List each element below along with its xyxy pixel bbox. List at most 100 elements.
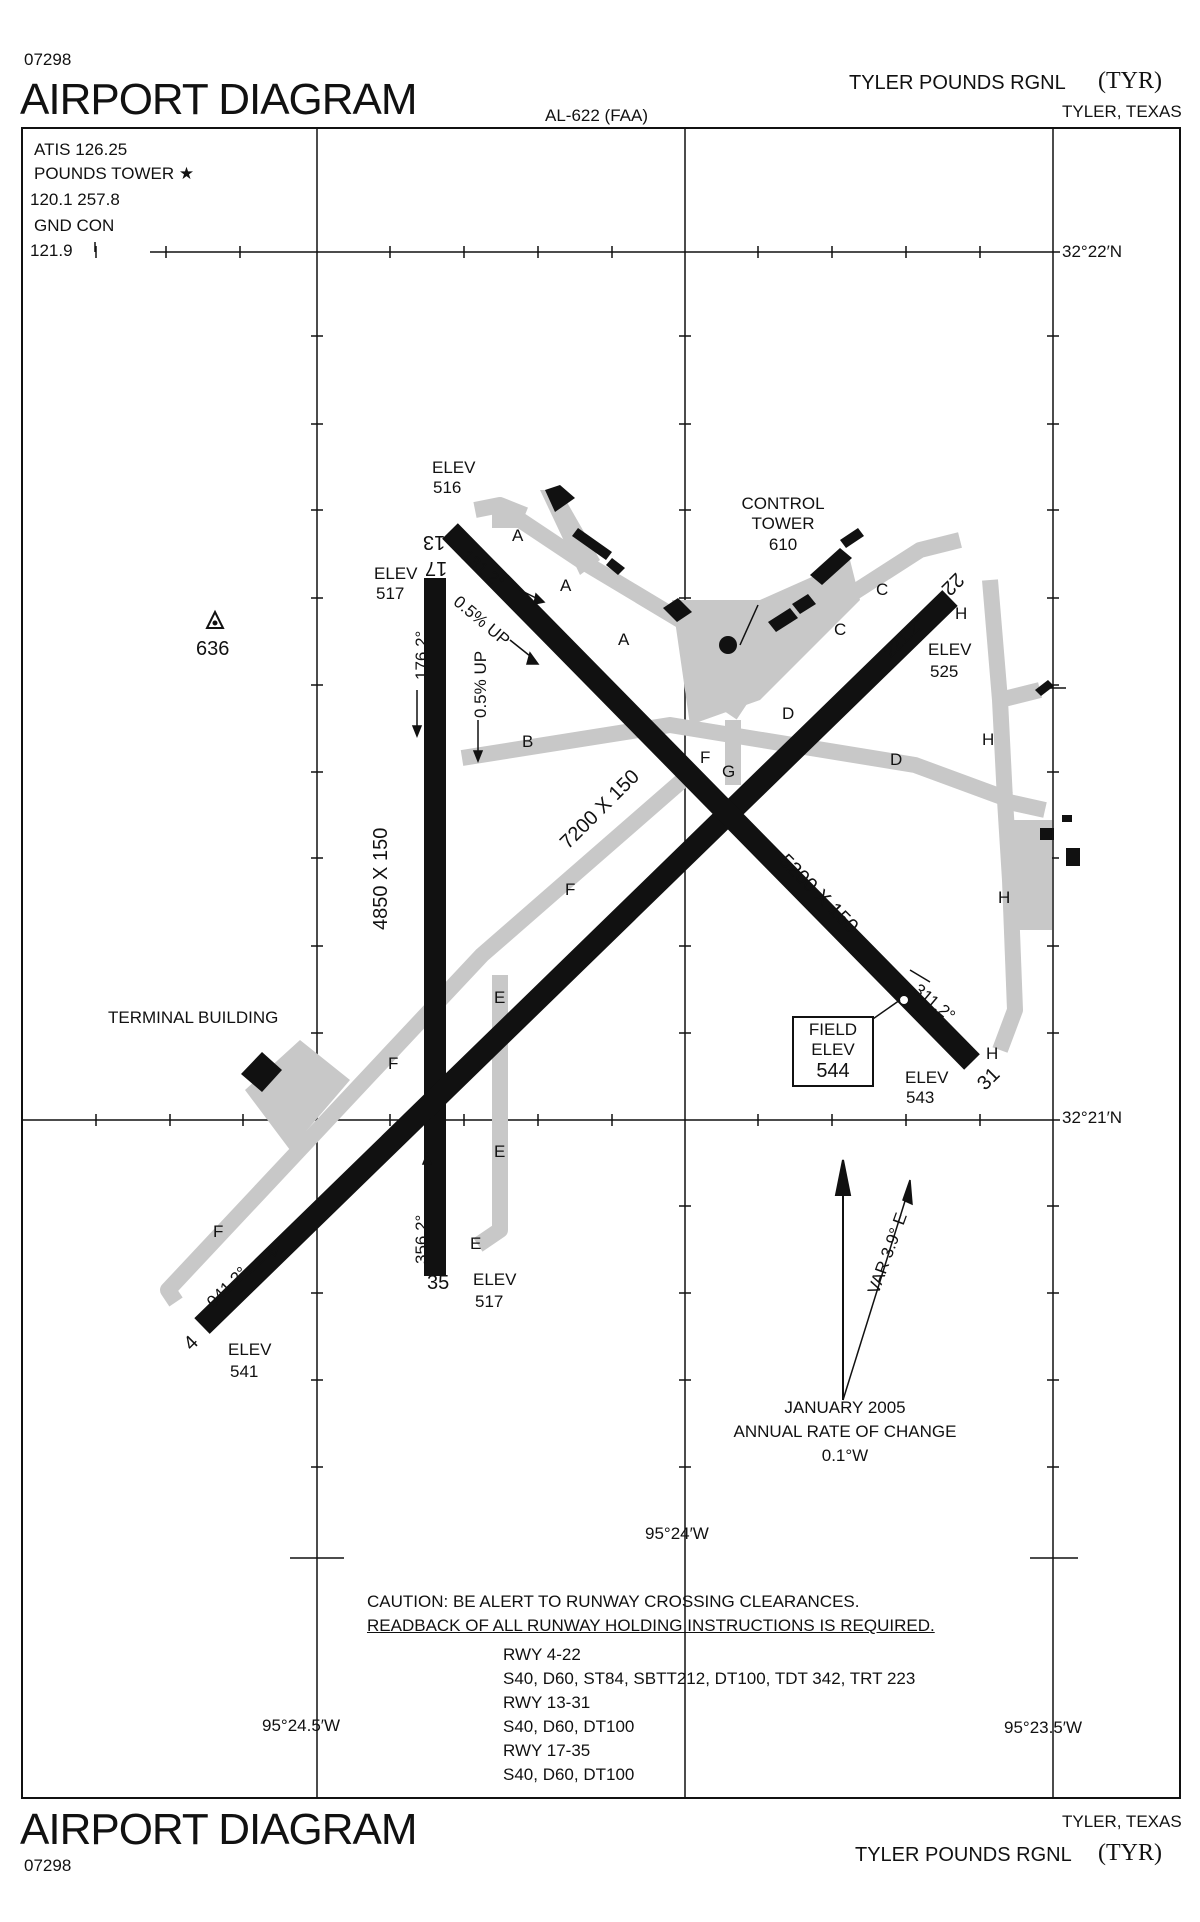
- taxiway-label-h: H: [982, 730, 995, 749]
- field-elev-label-1: FIELD: [808, 1020, 858, 1039]
- rwy22-elev-value: 525: [930, 662, 959, 681]
- rwy4-elev-label: ELEV: [228, 1340, 272, 1359]
- building: [768, 608, 798, 632]
- taxiway-e: [473, 975, 508, 1252]
- runways: [194, 523, 980, 1334]
- taxiway-label-d: D: [782, 704, 795, 723]
- longitude-east: 95°23.5′W: [1004, 1718, 1083, 1737]
- building: [572, 528, 612, 560]
- longitude-west: 95°24.5′W: [262, 1716, 341, 1735]
- obstacle-icon: [205, 609, 225, 629]
- building: [840, 528, 864, 548]
- building-terminal: [241, 1052, 282, 1092]
- control-tower-label-1: CONTROL: [741, 494, 825, 513]
- runway-13-31: [442, 523, 980, 1070]
- graticule-ticks: [95, 246, 1078, 1559]
- obstacle-elevation: 636: [196, 638, 230, 660]
- latitude-south: 32°21′N: [1062, 1108, 1123, 1127]
- footer-airport-name: TYLER POUNDS RGNL: [855, 1844, 1072, 1866]
- runway-end-35: 35: [427, 1272, 450, 1294]
- buildings: [241, 485, 1080, 1092]
- airport-name: TYLER POUNDS RGNL: [849, 72, 1066, 94]
- taxiway-label-e: E: [494, 988, 506, 1007]
- atis-frequency: ATIS 126.25: [34, 140, 128, 159]
- taxiway-a-end: [473, 497, 528, 523]
- taxiway-label-h: H: [998, 888, 1011, 907]
- taxiway-label-a: A: [560, 576, 572, 595]
- rwy17-35-dimensions: 4850 X 150: [370, 827, 392, 930]
- rwy31-elev-label: ELEV: [905, 1068, 949, 1087]
- building: [792, 594, 816, 614]
- building: [810, 548, 852, 585]
- variation-date: JANUARY 2005: [784, 1398, 906, 1417]
- rwy-strength-data-1: S40, D60, ST84, SBTT212, DT100, TDT 342,…: [503, 1669, 916, 1688]
- taxiway-label-e: E: [470, 1234, 482, 1253]
- taxiway-label-e: E: [494, 1142, 506, 1161]
- building: [1035, 680, 1054, 696]
- chart-number: 07298: [24, 50, 72, 69]
- taxiway-label-f: F: [700, 748, 711, 767]
- runway-end-17: 17: [425, 557, 448, 579]
- terminal-building-label: TERMINAL BUILDING: [108, 1008, 279, 1027]
- taxiway-h-spur-2: [998, 792, 1047, 818]
- control-tower-label-2: TOWER: [751, 514, 815, 533]
- airport-id: (TYR): [1098, 68, 1162, 94]
- rwy13-elev-label: ELEV: [432, 458, 476, 477]
- building: [1040, 828, 1054, 840]
- rwy17-heading: 176.2°: [412, 630, 431, 680]
- taxiway-label-h: H: [986, 1044, 999, 1063]
- field-elevation-dot: [900, 996, 908, 1004]
- footer-city-state: TYLER, TEXAS: [1062, 1812, 1182, 1831]
- rwy17-elev-label: ELEV: [374, 564, 418, 583]
- control-tower-icon: [719, 636, 737, 654]
- rwy35-elev-value: 517: [475, 1292, 504, 1311]
- tower-leader: [739, 604, 759, 646]
- rwy-strength-data-3: S40, D60, DT100: [503, 1765, 635, 1784]
- runway-4-22: [194, 590, 958, 1334]
- caution-line-2: READBACK OF ALL RUNWAY HOLDING INSTRUCTI…: [367, 1616, 935, 1635]
- taxiway-h: [982, 579, 1023, 1053]
- field-elev-label-2: ELEV: [811, 1040, 855, 1059]
- taxiway-label-h: H: [955, 604, 968, 623]
- tower-frequency: 120.1 257.8: [30, 190, 120, 209]
- taxiway-label-c: C: [876, 580, 889, 599]
- diagram-frame: [21, 127, 1181, 1799]
- longitude-mid: 95°24′W: [645, 1524, 709, 1543]
- building: [1066, 848, 1080, 866]
- rwy-strength-data-2: S40, D60, DT100: [503, 1717, 635, 1736]
- rwy4-elev-value: 541: [230, 1362, 259, 1381]
- city-state: TYLER, TEXAS: [1062, 102, 1182, 121]
- rwy-strength-title-2: RWY 13-31: [503, 1693, 591, 1712]
- field-elevation-box: FIELD ELEV 544: [792, 1016, 874, 1087]
- building: [663, 598, 692, 622]
- taxiway-label-f: F: [565, 880, 576, 899]
- ground-label: GND CON: [34, 216, 115, 235]
- taxiway-label-f: F: [388, 1054, 399, 1073]
- rwy22-elev-label: ELEV: [928, 640, 972, 659]
- footer-airport-id: (TYR): [1098, 1840, 1162, 1866]
- procedure-id: AL-622 (FAA): [545, 106, 648, 125]
- heading-arrows: [244, 589, 946, 1279]
- taxiway-label-f: F: [213, 1222, 224, 1241]
- taxiway-label-b: B: [522, 732, 534, 751]
- annual-rate-label: ANNUAL RATE OF CHANGE: [733, 1422, 957, 1441]
- latitude-north: 32°22′N: [1062, 242, 1123, 261]
- tower-label: POUNDS TOWER ★: [34, 164, 195, 183]
- rwy-strength-title-1: RWY 4-22: [503, 1645, 581, 1664]
- footer-title: AIRPORT DIAGRAM: [20, 1805, 418, 1854]
- north-arrow-icon: [834, 1159, 852, 1400]
- taxiway-label-a: A: [512, 526, 524, 545]
- runway-end-13: 13: [423, 531, 446, 553]
- rwy13-elev-value: 516: [433, 478, 462, 497]
- rwy17-elev-value: 517: [376, 584, 405, 603]
- rwy17-slope: 0.5% UP: [471, 650, 490, 718]
- rwy35-heading: 356.2°: [412, 1214, 431, 1264]
- east-apron: [1010, 820, 1052, 930]
- field-elev-value: 544: [816, 1060, 850, 1082]
- ground-frequency: 121.9: [30, 241, 73, 260]
- graticule: [22, 128, 1060, 1798]
- caution-line-1: CAUTION: BE ALERT TO RUNWAY CROSSING CLE…: [367, 1592, 860, 1611]
- control-tower-elevation: 610: [768, 535, 798, 554]
- building: [1062, 815, 1072, 822]
